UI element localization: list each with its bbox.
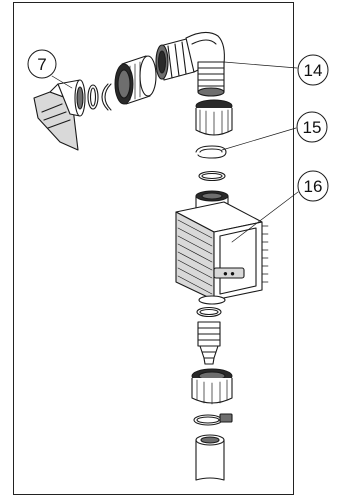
callout-15: 15: [296, 111, 328, 143]
union-nut-upper: [114, 55, 157, 105]
hose-clamp: [193, 413, 233, 426]
callout-7: 7: [27, 49, 73, 89]
part-16-pump: [175, 190, 269, 305]
leader-16: [231, 191, 299, 243]
part-7-inlet-adapter: [33, 79, 86, 151]
part-15-split-ring: [195, 145, 227, 159]
leader-15: [221, 127, 297, 151]
svg-text:15: 15: [303, 118, 322, 137]
callout-14: 14: [297, 54, 329, 86]
svg-text:7: 7: [37, 55, 46, 74]
svg-text:14: 14: [304, 61, 323, 80]
leader-14: [223, 61, 298, 69]
hose-tail-fitting: [197, 321, 221, 365]
svg-text:16: 16: [304, 177, 323, 196]
o-rings-upper-left: [87, 83, 112, 111]
union-nut-lower: [191, 368, 233, 405]
union-nut-14: [195, 99, 233, 136]
pump-label: ● ●: [223, 269, 235, 278]
part-14-elbow-fitting: [155, 31, 225, 97]
callout-16: 16: [297, 170, 329, 202]
hose-section: [195, 434, 225, 481]
leader-7: [51, 75, 73, 89]
diagram-frame: [13, 2, 294, 495]
